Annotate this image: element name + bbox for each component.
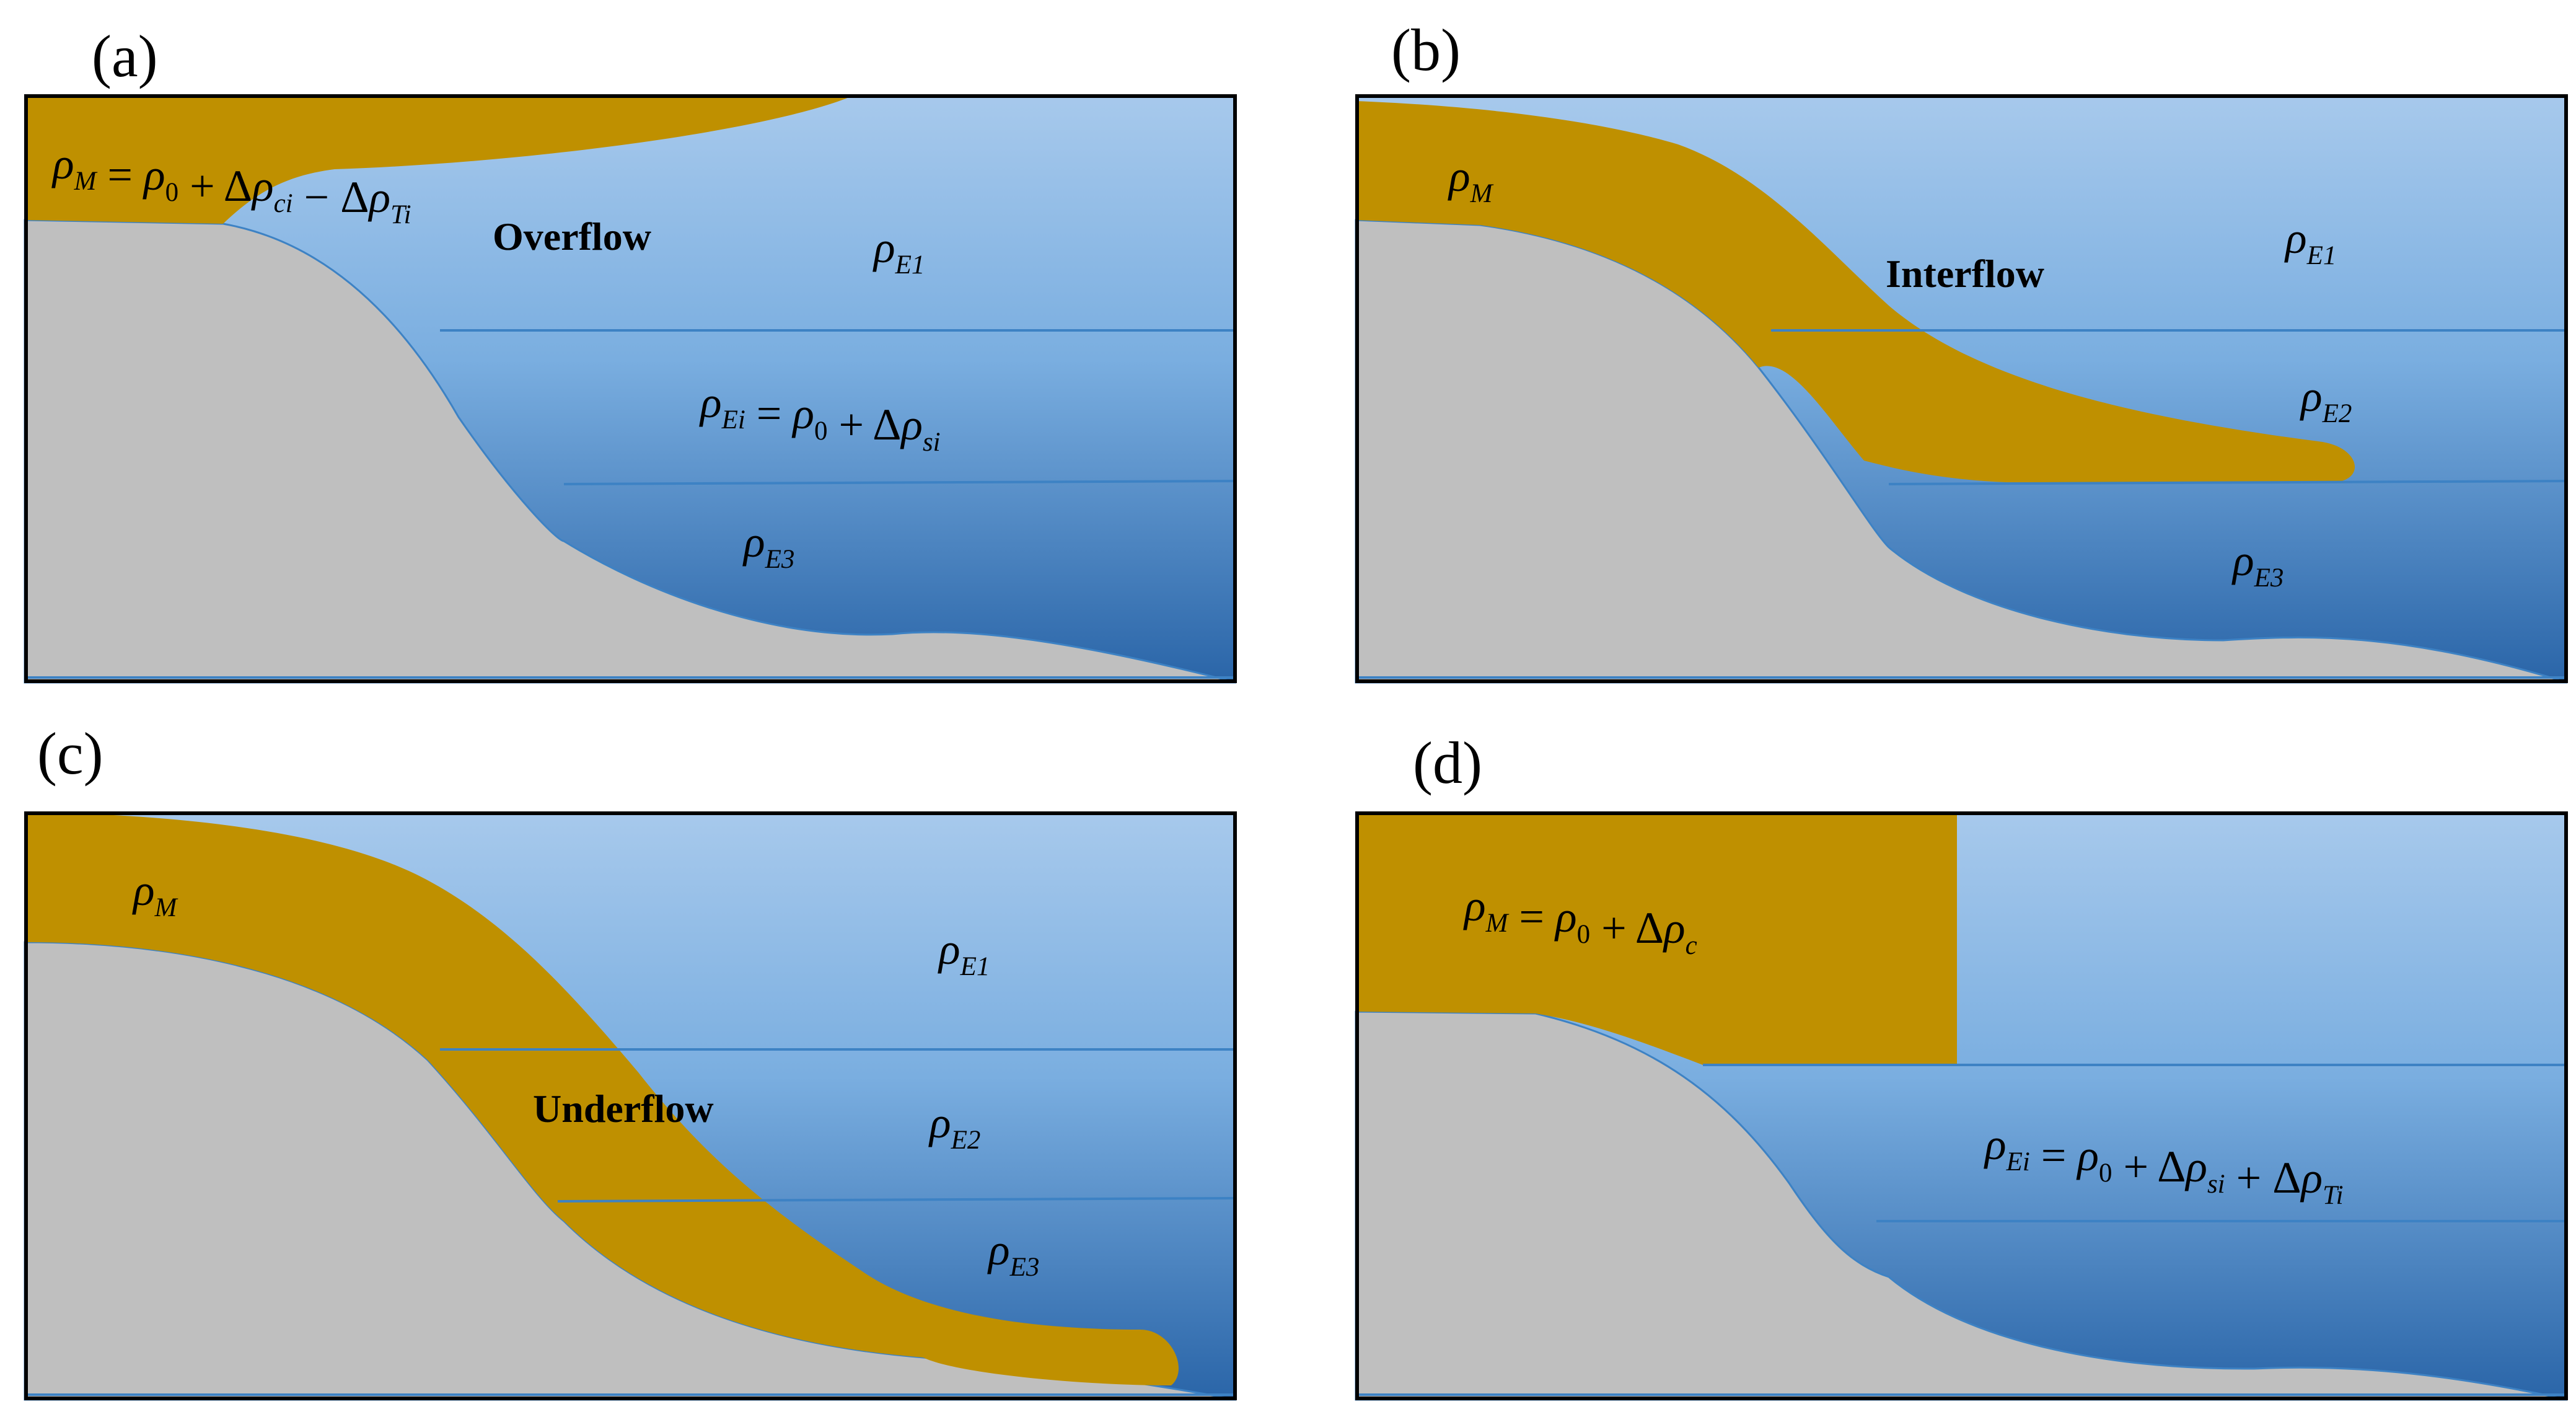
equation-rho-e2: ρE2 [928, 1098, 980, 1155]
equation-rho-e3: ρE3 [2231, 536, 2284, 593]
equation-rho-e3: ρE3 [742, 517, 794, 574]
layer-line-lower [1888, 480, 2568, 485]
equation-rho-m: ρM = ρ0 + Δρc [1463, 881, 1697, 960]
panel-a-overflow-diagram: Overflow ρM = ρ0 + Δρci − ΔρTi ρE1 ρEi =… [24, 94, 1237, 684]
equation-rho-e2: ρE2 [2300, 371, 2352, 428]
panel-d-diagram: ρM = ρ0 + Δρc ρEi = ρ0 + Δρsi + ΔρTi [1355, 811, 2568, 1401]
panel-frame [24, 94, 1237, 683]
underflow-current [25, 812, 1179, 1385]
equation-rho-m: ρM [132, 865, 178, 922]
layer-line-lower [557, 1197, 1237, 1203]
equation-rho-e1: ρE1 [2284, 213, 2336, 270]
layer-line-lower [563, 480, 1237, 485]
flow-name: Interflow [1886, 252, 2044, 296]
equation-rho-e1: ρE1 [938, 924, 990, 981]
panel-frame [1355, 94, 2568, 683]
interflow-current [1356, 101, 2355, 482]
panel-label-a: (a) [92, 23, 158, 89]
equation-rho-ei: ρEi = ρ0 + Δρsi + ΔρTi [1984, 1119, 2344, 1210]
panel-label-b: (b) [1391, 17, 1461, 83]
equation-rho-e1: ρE1 [873, 223, 925, 280]
lock-exchange-fluid [1356, 812, 1957, 1065]
panel-label-c: (c) [37, 720, 103, 787]
equation-rho-e3: ρE3 [987, 1225, 1039, 1282]
flow-name: Underflow [533, 1087, 714, 1131]
equation-rho-m: ρM = ρ0 + Δρci − ΔρTi [51, 139, 411, 229]
equation-rho-ei: ρEi = ρ0 + Δρsi [699, 377, 941, 457]
equation-rho-m: ρM [1448, 151, 1494, 208]
overflow-current [25, 95, 855, 224]
panel-frame [1355, 811, 2568, 1400]
panel-frame [24, 811, 1237, 1400]
ground-slope [1355, 1010, 2568, 1401]
panel-c-underflow-diagram: Underflow ρM ρE1 ρE2 ρE3 [24, 811, 1237, 1401]
panel-label-d: (d) [1413, 730, 1482, 796]
ground-slope [24, 219, 1237, 684]
ground-slope [1355, 219, 2568, 684]
flow-name: Overflow [493, 214, 651, 258]
panel-b-interflow-diagram: Interflow ρM ρE1 ρE2 ρE3 [1355, 94, 2568, 684]
